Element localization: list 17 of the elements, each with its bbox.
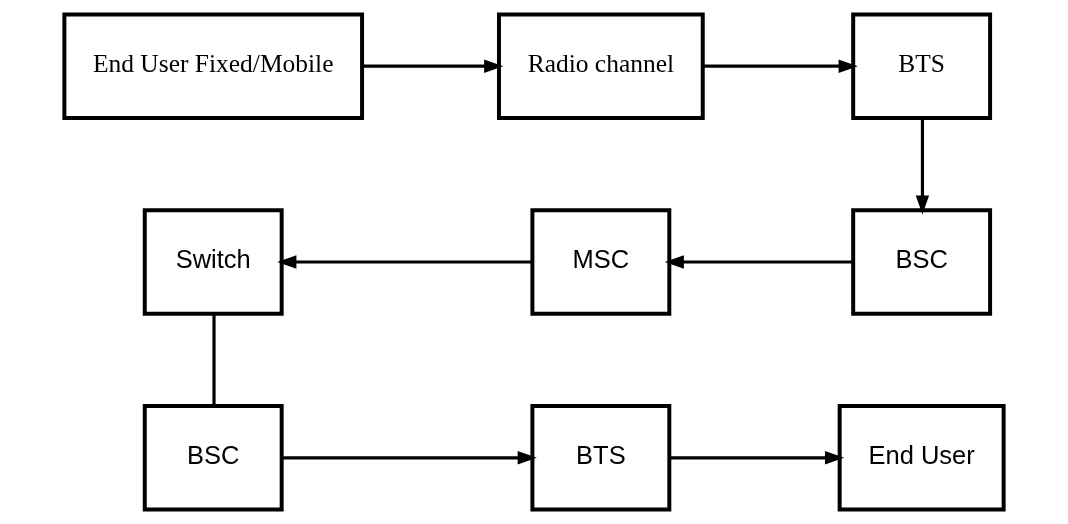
node-box: End User <box>837 404 1006 512</box>
node-box: Switch <box>142 208 284 316</box>
node-box: MSC <box>530 208 672 316</box>
node-box: BSC <box>142 404 284 512</box>
node-box: BTS <box>851 12 993 120</box>
arrow <box>664 255 853 269</box>
connector <box>212 313 216 406</box>
node-box: Radio channel <box>497 12 705 120</box>
arrow <box>702 59 858 73</box>
node-box: End User Fixed/Mobile <box>62 12 365 120</box>
node-box: BTS <box>530 404 672 512</box>
arrow <box>282 451 537 465</box>
arrow <box>362 59 504 73</box>
node-box: BSC <box>851 208 993 316</box>
arrow <box>669 451 845 465</box>
arrow <box>277 255 532 269</box>
arrow <box>915 118 930 215</box>
